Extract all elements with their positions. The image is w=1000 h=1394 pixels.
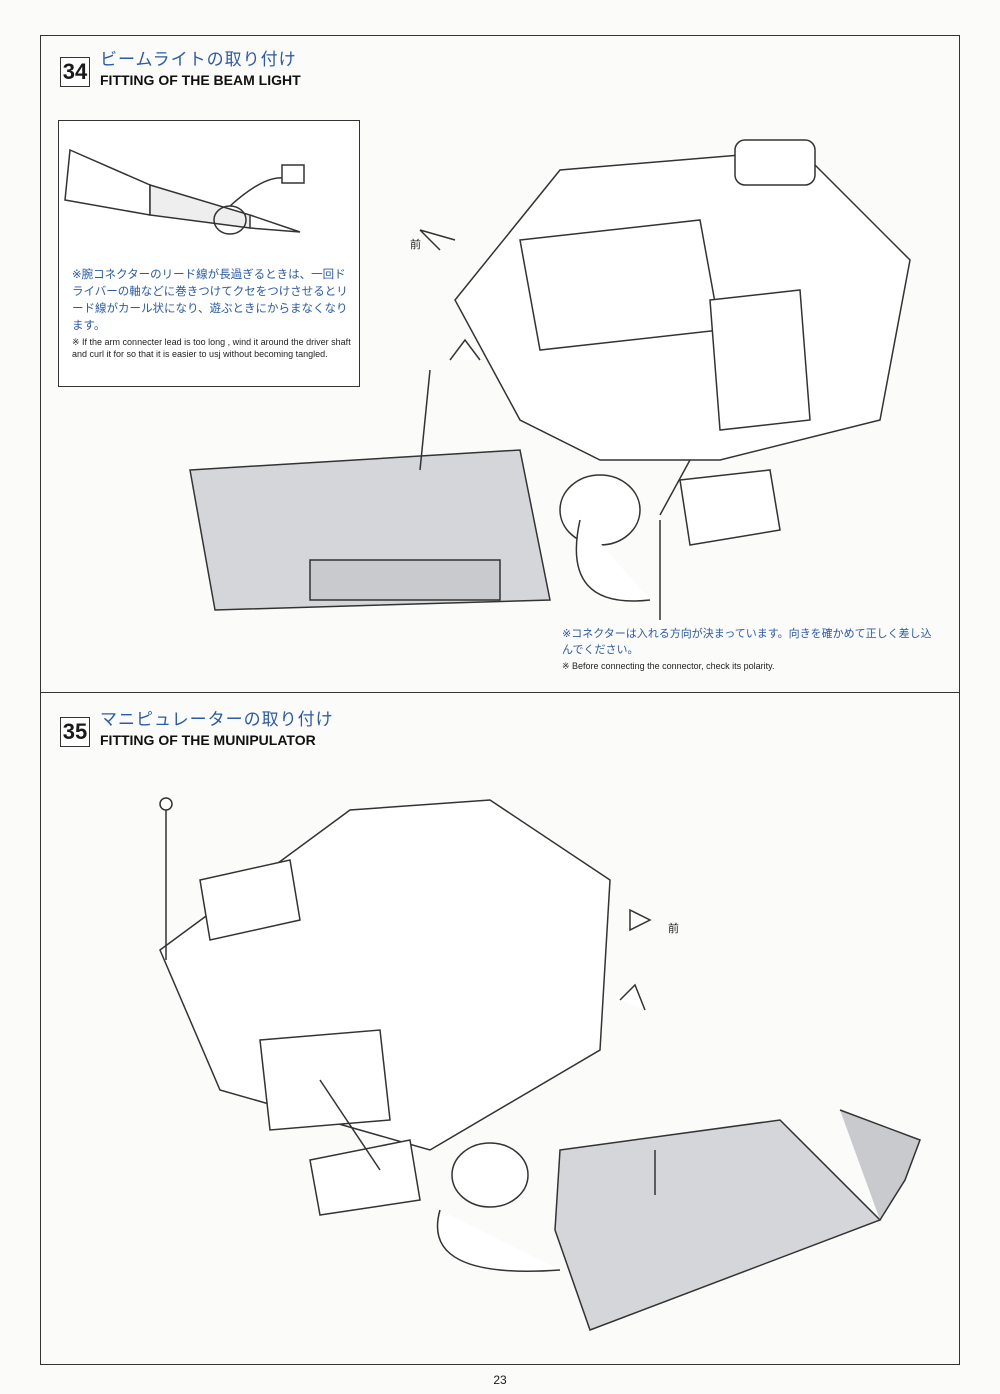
tip-note-jp: ※腕コネクターのリード線が長過ぎるときは、一回ドライバーの軸などに巻きつけてクセ…	[72, 267, 348, 332]
step-34-title-jp: ビームライトの取り付け	[100, 50, 297, 70]
connector-note-en: ※ Before connecting the connector, check…	[562, 661, 775, 671]
manipulator-assembly-illustration	[159, 797, 921, 1331]
step-35-title-en: FITTING OF THE MUNIPULATOR	[100, 732, 316, 748]
tip-note-en: ※ If the arm connecter lead is too long …	[72, 337, 351, 359]
step-34-title: ビームライトの取り付け FITTING OF THE BEAM LIGHT	[100, 50, 301, 88]
beam-light-assembly-illustration	[189, 139, 911, 620]
step-35-title: マニピュレーターの取り付け FITTING OF THE MUNIPULATOR	[100, 710, 334, 748]
connector-notes: ※コネクターは入れる方向が決まっています。向きを確かめて正しく差し込んでください…	[562, 626, 932, 672]
screwdriver-illustration	[64, 148, 305, 235]
step-35-title-jp: マニピュレーターの取り付け	[100, 710, 334, 730]
step-35-number: 35	[60, 717, 90, 747]
tip-notes: ※腕コネクターのリード線が長過ぎるときは、一回ドライバーの軸などに巻きつけてクセ…	[72, 266, 354, 360]
connector-note-jp: ※コネクターは入れる方向が決まっています。向きを確かめて正しく差し込んでください…	[562, 627, 932, 656]
step-34-number: 34	[60, 57, 90, 87]
section-divider	[40, 692, 960, 693]
tip-box	[58, 120, 360, 387]
page-number: 23	[493, 1373, 507, 1387]
front-direction-label-35: 前	[668, 922, 679, 935]
page-frame	[40, 35, 960, 1365]
step-34-title-en: FITTING OF THE BEAM LIGHT	[100, 72, 301, 88]
front-direction-label: 前	[410, 238, 421, 251]
